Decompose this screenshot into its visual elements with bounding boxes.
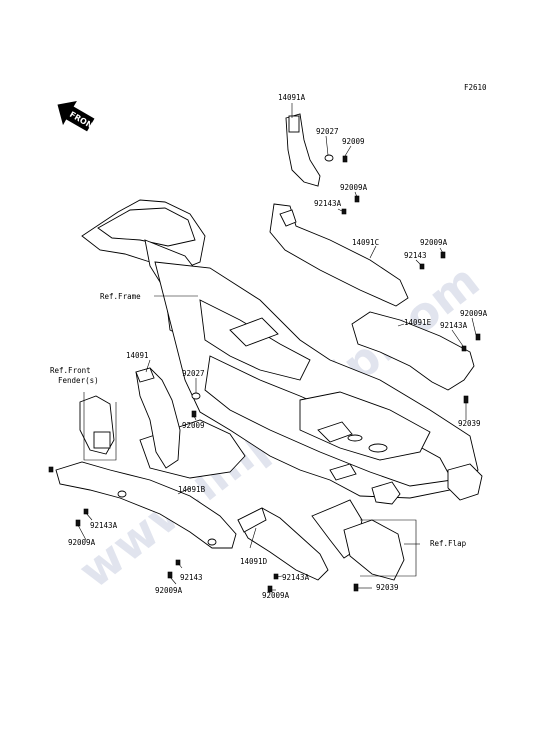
label-92143-2[interactable]: 92143 bbox=[180, 573, 203, 582]
bolt-side-left[interactable] bbox=[48, 466, 54, 473]
label-92009A-6[interactable]: 92009A bbox=[262, 591, 290, 600]
bolt-92009A-4[interactable] bbox=[75, 519, 81, 527]
part-14091E[interactable] bbox=[351, 311, 475, 391]
part-14091A[interactable] bbox=[285, 113, 321, 187]
label-92009A-5[interactable]: 92009A bbox=[155, 586, 183, 595]
label-92009A-2[interactable]: 92009A bbox=[420, 238, 448, 247]
bolt-92009A-3[interactable] bbox=[475, 333, 481, 341]
label-14091E[interactable]: 14091E bbox=[404, 318, 432, 327]
label-14091C[interactable]: 14091C bbox=[352, 238, 379, 247]
label-92009-mid[interactable]: 92009 bbox=[182, 421, 205, 430]
label-92039-1[interactable]: 92039 bbox=[458, 419, 481, 428]
label-92027-top[interactable]: 92027 bbox=[316, 127, 339, 136]
part-labels: 14091A 92027 92009 92009A 92143A 14091C … bbox=[50, 93, 488, 600]
label-92039-2[interactable]: 92039 bbox=[376, 583, 399, 592]
figure-code: F2610 bbox=[464, 83, 487, 92]
part-14091C[interactable] bbox=[269, 203, 409, 307]
label-92009A-3[interactable]: 92009A bbox=[460, 309, 488, 318]
nut-92143A-1[interactable] bbox=[341, 208, 347, 215]
part-14091B[interactable] bbox=[55, 461, 237, 549]
bolt-92039-1[interactable] bbox=[463, 395, 469, 404]
front-arrow-icon: FRONT bbox=[57, 100, 99, 133]
bolt-92009-top[interactable] bbox=[342, 155, 348, 163]
label-92143A-2[interactable]: 92143A bbox=[440, 321, 468, 330]
nut-92143A-2[interactable] bbox=[461, 345, 467, 352]
label-ref-front-fender-2[interactable]: Fender(s) bbox=[58, 376, 99, 385]
label-92009A-4[interactable]: 92009A bbox=[68, 538, 96, 547]
label-92009-top[interactable]: 92009 bbox=[342, 137, 365, 146]
label-14091[interactable]: 14091 bbox=[126, 351, 149, 360]
label-ref-frame[interactable]: Ref.Frame bbox=[100, 292, 141, 301]
ref-flap bbox=[311, 499, 417, 581]
bolt-92039-2[interactable] bbox=[353, 583, 359, 592]
leader-lines bbox=[77, 103, 477, 591]
washer-92027-mid[interactable] bbox=[191, 392, 201, 400]
nut-92143A-3[interactable] bbox=[83, 508, 89, 515]
label-92143A-1[interactable]: 92143A bbox=[314, 199, 342, 208]
label-92143A-4[interactable]: 92143A bbox=[282, 573, 310, 582]
bolt-92009A-2[interactable] bbox=[440, 251, 446, 259]
washer-92027-top[interactable] bbox=[324, 154, 334, 162]
bolt-92009A-6[interactable] bbox=[267, 585, 273, 593]
bolt-92009A-1[interactable] bbox=[354, 195, 360, 203]
label-14091B[interactable]: 14091B bbox=[178, 485, 206, 494]
ref-front-fender bbox=[79, 395, 117, 461]
label-92009A-1[interactable]: 92009A bbox=[340, 183, 368, 192]
part-14091[interactable] bbox=[135, 367, 181, 469]
bolt-92009A-5[interactable] bbox=[167, 571, 173, 579]
nut-92143-2[interactable] bbox=[175, 559, 181, 566]
bolt-92009-mid[interactable] bbox=[191, 410, 197, 418]
part-14091D[interactable] bbox=[237, 507, 329, 581]
label-ref-front-fender-1[interactable]: Ref.Front bbox=[50, 366, 91, 375]
label-14091A[interactable]: 14091A bbox=[278, 93, 306, 102]
label-14091D[interactable]: 14091D bbox=[240, 557, 268, 566]
label-92143-1[interactable]: 92143 bbox=[404, 251, 427, 260]
nut-92143-1[interactable] bbox=[419, 263, 425, 270]
label-ref-flap[interactable]: Ref.Flap bbox=[430, 539, 467, 548]
label-92143A-3[interactable]: 92143A bbox=[90, 521, 118, 530]
label-92027-mid[interactable]: 92027 bbox=[182, 369, 205, 378]
